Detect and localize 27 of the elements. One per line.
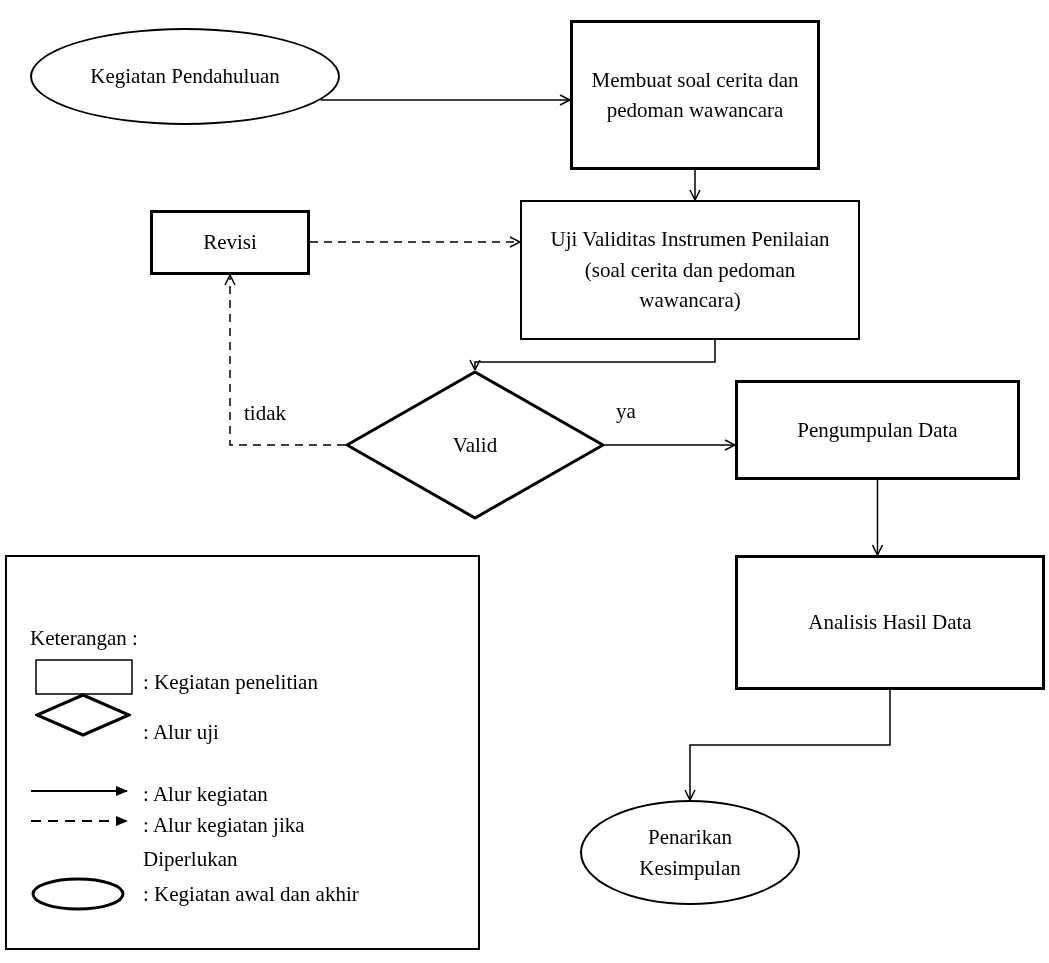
node-label: Revisi bbox=[202, 229, 258, 257]
process-box bbox=[570, 20, 820, 170]
node-label: Valid bbox=[451, 431, 499, 459]
process-box bbox=[735, 380, 1020, 480]
process-box bbox=[520, 200, 860, 340]
legend-text: : Alur kegiatan bbox=[143, 781, 268, 808]
arrow bbox=[689, 169, 701, 201]
arrow bbox=[469, 339, 716, 371]
legend-text: : Kegiatan awal dan akhir bbox=[143, 881, 359, 908]
legend-text: : Alur uji bbox=[143, 719, 219, 746]
dashed-arrow bbox=[224, 274, 346, 446]
node-label: Penarikan Kesimpulan bbox=[638, 824, 742, 882]
legend-text: : Kegiatan penelitian bbox=[143, 669, 318, 696]
dashed-arrow bbox=[309, 236, 521, 248]
arrow bbox=[871, 479, 884, 556]
legend-heading: Keterangan : bbox=[30, 625, 138, 652]
legend-text: : Alur kegiatan jika Diperlukan bbox=[143, 812, 306, 873]
arrow bbox=[319, 94, 571, 106]
process-box bbox=[735, 555, 1045, 690]
node-label: Uji Validitas Instrumen Penilaian (soal cerita dan pedoman wawancara) bbox=[549, 226, 831, 315]
node-label: Analisis Hasil Data bbox=[807, 609, 973, 637]
node-label: Pengumpulan Data bbox=[796, 416, 959, 444]
node-label: Membuat soal cerita dan pedoman wawancara bbox=[590, 66, 800, 124]
node-label: Kegiatan Pendahuluan bbox=[89, 63, 281, 91]
arrow bbox=[604, 439, 736, 451]
process-box bbox=[150, 210, 310, 275]
arrow bbox=[684, 689, 891, 801]
